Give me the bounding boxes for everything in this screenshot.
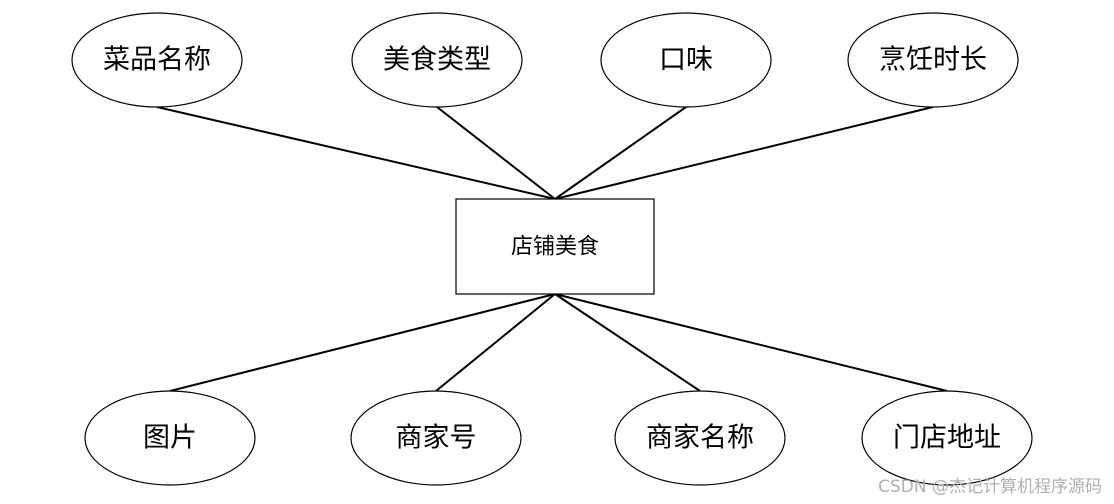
attribute-node: 商家名称 [614,390,786,486]
connector-line [554,106,687,200]
attribute-node: 图片 [84,390,256,486]
connector-line [169,293,556,392]
attribute-ellipse [600,12,772,108]
connector-line [435,293,556,392]
entity-box: 店铺美食 [455,198,655,295]
watermark-text: CSDN @杰记计算机程序源码 [878,477,1102,497]
attribute-ellipse [71,12,243,108]
attribute-node: 菜品名称 [71,12,243,108]
attribute-node: 美食类型 [351,12,523,108]
connector-line [554,293,701,392]
attribute-label: 美食类型 [383,45,491,76]
attribute-node: 口味 [600,12,772,108]
attribute-label: 商家号 [396,423,477,454]
entity-label: 店铺美食 [511,235,599,260]
attribute-node: 门店地址 [861,390,1033,486]
attribute-ellipse [614,390,786,486]
attribute-ellipse [350,390,522,486]
attribute-label: 烹饪时长 [879,45,987,76]
attribute-label: 图片 [143,423,197,454]
attribute-node: 商家号 [350,390,522,486]
attribute-label: 口味 [659,45,713,76]
connector-line [156,106,556,200]
connector-line [436,106,556,200]
attribute-ellipse [351,12,523,108]
connector-line [554,106,934,200]
attribute-node: 烹饪时长 [847,12,1019,108]
attribute-label: 菜品名称 [103,45,211,76]
attribute-label: 商家名称 [646,423,754,454]
connector-line [554,293,948,392]
attribute-label: 门店地址 [893,423,1001,454]
attribute-ellipse [84,390,256,486]
entity-rect [455,198,655,295]
attribute-ellipse [847,12,1019,108]
attribute-ellipse [861,390,1033,486]
